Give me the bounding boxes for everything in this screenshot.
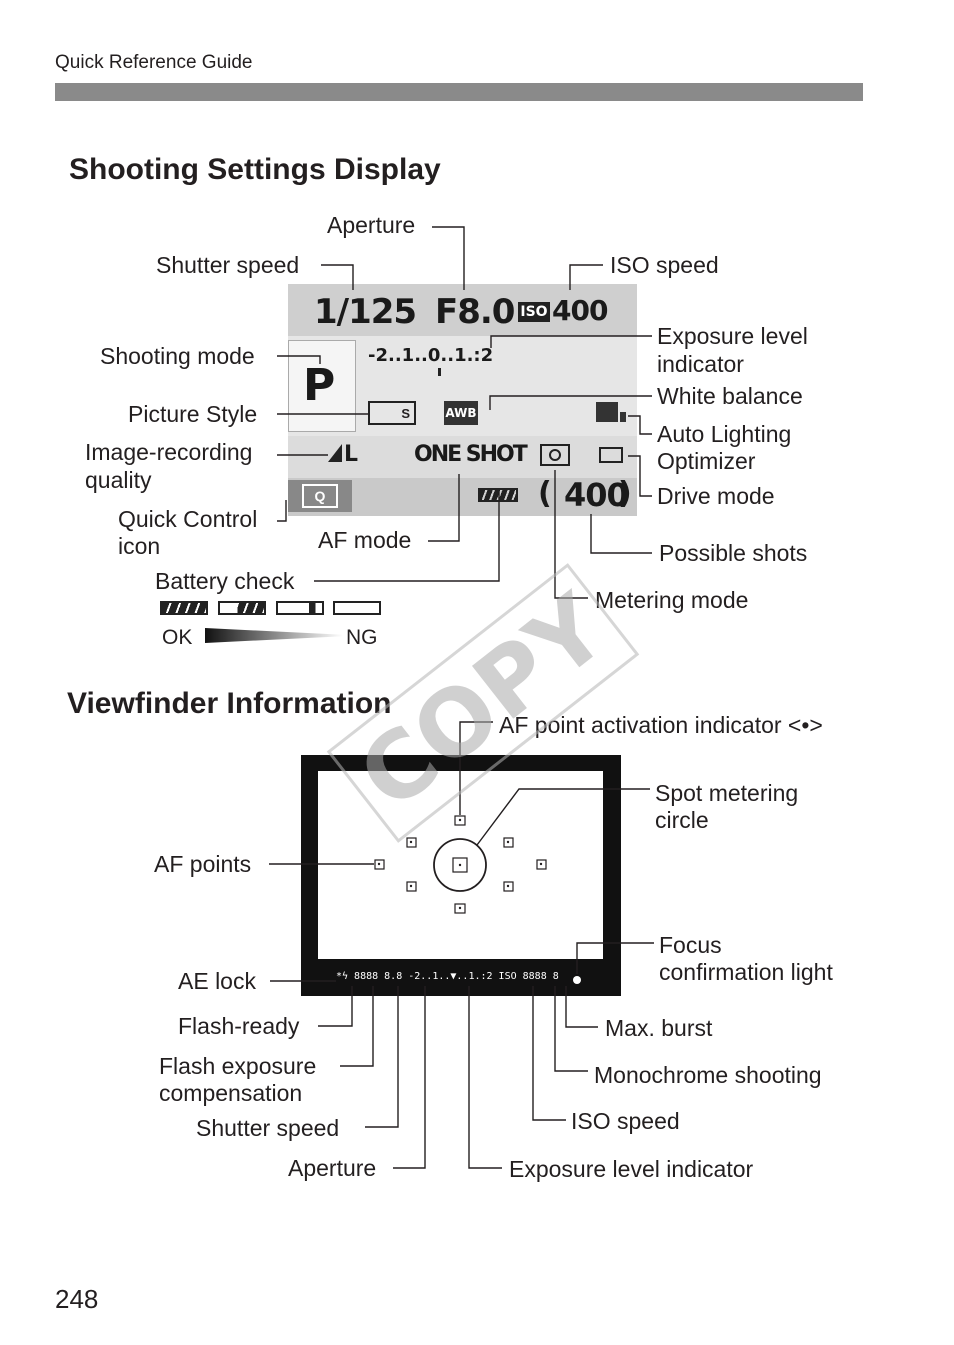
quick-control-icon: Q: [302, 484, 338, 508]
label-vf-shutter-speed: Shutter speed: [196, 1115, 340, 1141]
label-battery-check: Battery check: [155, 568, 295, 594]
label-possible-shots: Possible shots: [659, 540, 808, 566]
label-shooting-mode: Shooting mode: [100, 343, 255, 369]
label-focus-confirmation-2: confirmation light: [659, 959, 833, 985]
shooting-settings-lcd: 1/125 F8.0 ISO 400 P -2..1..0..1.:2 S AW…: [288, 284, 637, 516]
drive-mode-icon: [599, 447, 623, 463]
label-image-quality-2: quality: [85, 467, 152, 493]
label-exposure-level-2: indicator: [657, 351, 744, 377]
lcd-iso-value: 400: [552, 294, 608, 327]
section-title-shooting-settings: Shooting Settings Display: [69, 153, 441, 186]
label-aperture: Aperture: [327, 212, 416, 238]
auto-lighting-optimizer-icon: [596, 402, 618, 422]
label-iso-speed: ISO speed: [610, 252, 719, 278]
label-auto-lighting-2: Optimizer: [657, 448, 756, 474]
label-picture-style: Picture Style: [128, 401, 258, 427]
lcd-mode-value: P: [303, 360, 335, 411]
running-header: Quick Reference Guide: [55, 52, 253, 73]
label-af-activation: AF point activation indicator <•>: [499, 712, 823, 738]
label-vf-aperture: Aperture: [288, 1155, 377, 1181]
battery-empty-icon: [333, 601, 381, 615]
awb-icon: AWB: [444, 401, 478, 425]
label-ae-lock: AE lock: [178, 968, 256, 994]
label-white-balance: White balance: [657, 383, 803, 409]
section-title-viewfinder: Viewfinder Information: [67, 687, 392, 720]
label-quick-control-2: icon: [118, 533, 161, 559]
lcd-exposure-scale: -2..1..0..1.:2: [368, 345, 494, 366]
battery-two-thirds-icon: [218, 601, 266, 615]
exposure-pointer-icon: [438, 368, 441, 376]
label-vf-exposure-level: Exposure level indicator: [509, 1156, 754, 1182]
label-metering-mode: Metering mode: [595, 587, 749, 613]
viewfinder-info-strip: *ϟ 8888 8.8 -2..1..▼..1.:2 ISO 8888 8: [336, 971, 559, 982]
label-spot-metering: Spot metering: [655, 780, 799, 806]
label-flash-ready: Flash-ready: [178, 1013, 300, 1039]
label-auto-lighting: Auto Lighting: [657, 421, 792, 447]
label-shutter-speed: Shutter speed: [156, 252, 300, 278]
label-ok: OK: [162, 626, 193, 649]
label-exposure-level: Exposure level: [657, 323, 808, 349]
label-max-burst: Max. burst: [605, 1015, 713, 1041]
header-bar: [55, 83, 863, 101]
label-drive-mode: Drive mode: [657, 483, 775, 509]
lcd-shutter-value: 1/125: [314, 292, 417, 332]
viewfinder-screen: [318, 771, 603, 959]
label-spot-metering-2: circle: [655, 807, 709, 833]
picture-style-icon: S: [368, 401, 416, 425]
label-vf-iso-speed: ISO speed: [571, 1108, 680, 1134]
label-ng: NG: [346, 626, 378, 649]
lcd-af-value: ONE SHOT: [414, 442, 528, 467]
label-focus-confirmation: Focus: [659, 932, 722, 958]
battery-lcd-icon: [478, 488, 518, 502]
page-number: 248: [55, 1284, 99, 1314]
label-image-quality: Image-recording: [85, 439, 253, 465]
iso-badge-icon: ISO: [518, 302, 550, 322]
label-quick-control: Quick Control: [118, 506, 258, 532]
lcd-quality-value: L: [344, 442, 358, 467]
battery-gradient-icon: [205, 628, 343, 643]
label-af-mode: AF mode: [318, 527, 412, 553]
quality-triangle-icon: [328, 444, 342, 462]
metering-icon: [540, 444, 570, 466]
label-monochrome: Monochrome shooting: [594, 1062, 822, 1088]
label-flash-exposure-comp-2: compensation: [159, 1080, 303, 1106]
battery-one-third-icon: [276, 601, 324, 615]
label-af-points: AF points: [154, 851, 252, 877]
battery-full-icon: [160, 601, 208, 615]
label-flash-exposure-comp: Flash exposure: [159, 1053, 317, 1079]
lcd-aperture-value: F8.0: [435, 292, 515, 332]
